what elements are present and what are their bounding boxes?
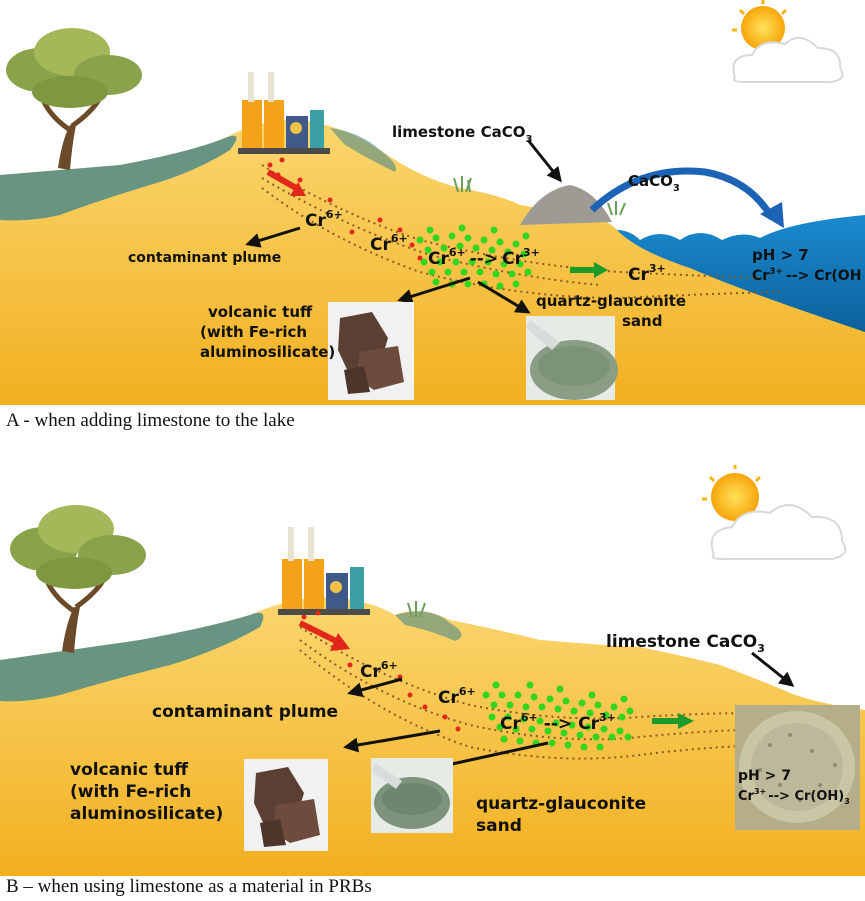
plume-label-b: contaminant plume — [152, 702, 338, 722]
caption-a: A - when adding limestone to the lake — [6, 410, 295, 431]
tuff-label-b-1: volcanic tuff — [70, 760, 188, 780]
reaction-label-a: Cr6+-->Cr3+ — [428, 246, 540, 269]
cloud-icon — [732, 37, 844, 83]
hill-ground — [0, 119, 865, 405]
panel-b: limestone CaCO3 Cr6+ Cr6+ Cr6+-->Cr3+ co… — [0, 455, 865, 876]
grass — [0, 612, 264, 702]
glauconite-sand-photo — [526, 316, 618, 400]
plume-direction-arrow — [298, 620, 350, 651]
limestone-prb-photo — [735, 705, 860, 830]
sand-label-b-2: sand — [476, 816, 522, 836]
limestone-pointer-arrow — [526, 139, 562, 183]
caption-b: B – when using limestone as a material i… — [6, 876, 372, 897]
tuff-pointer-arrow — [397, 276, 471, 304]
hill-ground — [0, 597, 865, 876]
tuff-label-b-3: aluminosilicate) — [70, 804, 223, 824]
tuff-label-a-2: (with Fe-rich — [200, 323, 307, 341]
plume-boundary — [261, 164, 781, 300]
tuff-label-b-2: (with Fe-rich — [70, 782, 191, 802]
panel-a: limestone CaCO3 CaCO3 Cr6+ Cr6+ Cr6+-->C… — [0, 0, 865, 405]
glauconite-barrier — [416, 224, 532, 290]
grass-tuft-icon — [453, 176, 626, 216]
glauconite-barrier — [482, 681, 634, 751]
factory-icon — [238, 72, 330, 154]
cr6-label-1: Cr6+ — [305, 208, 343, 231]
caco3-label-a: CaCO3 — [628, 172, 680, 194]
lake — [600, 215, 865, 335]
plume-pointer-arrow — [245, 226, 301, 248]
ph-label-b: pH > 7 — [738, 768, 791, 784]
sand-label-a-1: quartz-glauconite — [536, 292, 686, 310]
limestone-label-b: limestone CaCO3 — [606, 632, 765, 655]
cr6-label-2: Cr6+ — [370, 232, 408, 255]
plume-boundary — [299, 626, 771, 760]
grass — [0, 135, 237, 221]
factory-icon — [278, 527, 370, 615]
panel-b-illustration: limestone CaCO3 Cr6+ Cr6+ Cr6+-->Cr3+ co… — [0, 465, 865, 876]
lake-reaction-a: Cr3+--> Cr(OH — [752, 267, 861, 284]
ph-label-a: pH > 7 — [752, 246, 809, 264]
prb-reaction-b: Cr3+--> Cr(OH)3 — [738, 787, 850, 806]
flow-arrow-green — [652, 713, 694, 729]
tuff-pointer-arrow — [343, 729, 441, 753]
volcanic-tuff-photo — [244, 759, 328, 851]
tree-icon — [6, 28, 142, 170]
plume-direction-arrow — [266, 169, 306, 196]
cr6-label-1-b: Cr6+ — [360, 659, 398, 682]
caco3-transfer-arrow — [589, 167, 776, 220]
sand-label-a-2: sand — [622, 312, 662, 330]
reaction-label-b: Cr6+-->Cr3+ — [500, 711, 616, 734]
cr6-label-2-b: Cr6+ — [438, 685, 476, 708]
plume-label-a: contaminant plume — [128, 250, 281, 266]
limestone-pile — [520, 185, 612, 225]
tuff-label-a-3: aluminosilicate) — [200, 343, 335, 361]
glauconite-sand-photo — [371, 758, 453, 833]
cloud-icon — [710, 504, 847, 560]
limestone-pointer-arrow — [751, 651, 795, 687]
panel-a-illustration: limestone CaCO3 CaCO3 Cr6+ Cr6+ Cr6+-->C… — [0, 0, 865, 405]
cr3-label-a: Cr3+ — [628, 262, 666, 285]
sand-pointer-arrow — [477, 280, 531, 314]
sun-icon — [732, 0, 788, 50]
flow-arrow-green — [570, 262, 608, 278]
sun-icon — [702, 465, 762, 521]
sand-label-b-1: quartz-glauconite — [476, 794, 646, 814]
grass-tuft-icon — [407, 601, 426, 618]
volcanic-tuff-photo — [328, 302, 414, 400]
tuff-label-a-1: volcanic tuff — [208, 303, 313, 321]
plume-pointer-arrow — [347, 677, 403, 698]
tree-icon — [10, 505, 146, 653]
limestone-label-a: limestone CaCO3 — [392, 123, 532, 145]
